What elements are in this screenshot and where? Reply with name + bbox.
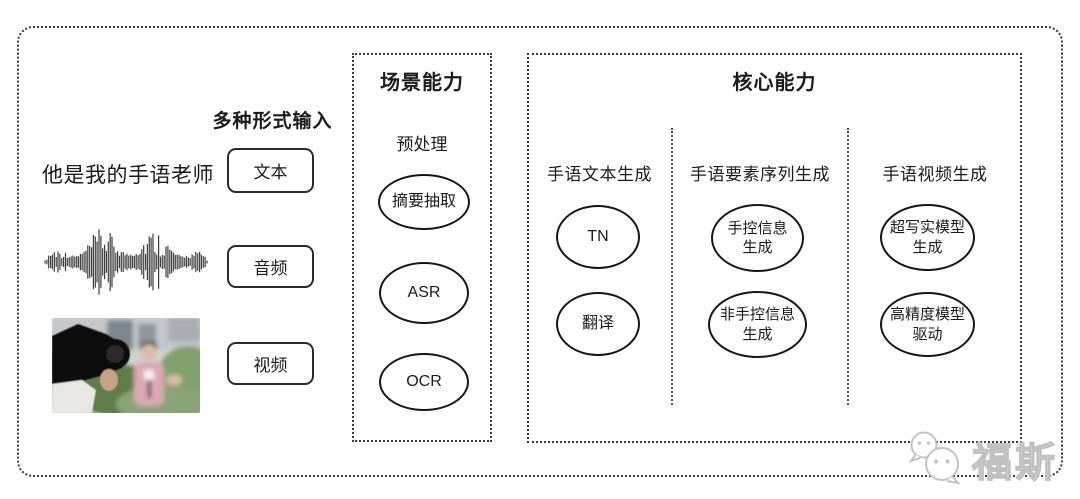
node-tn: TN (556, 205, 640, 269)
core-column-divider-2 (847, 128, 849, 405)
preprocess-label: 预处理 (396, 135, 448, 154)
node-hyperrealistic-model-generation: 超写实模型 生成 (880, 204, 975, 271)
wechat-bubbles-icon (908, 431, 961, 485)
core-column-divider-1 (671, 128, 673, 405)
node-ocr: OCR (379, 353, 469, 411)
node-manual-info-generation: 手控信息 生成 (711, 204, 804, 272)
reporter-video-photo (52, 318, 200, 413)
node-non-manual-info-generation: 非手控信息 生成 (708, 291, 807, 358)
node-translation: 翻译 (556, 292, 640, 356)
video-input-label: 视频 (253, 356, 288, 375)
core-capability-title: 核心能力 (732, 72, 817, 94)
text-input-label: 文本 (253, 163, 288, 182)
input-section-label: 多种形式输入 (212, 111, 333, 132)
audio-input-label: 音频 (253, 259, 288, 278)
scene-capability-title: 场景能力 (380, 72, 464, 94)
node-asr: ASR (379, 262, 469, 324)
core-col-video-generation-heading: 手语视频生成 (882, 165, 988, 184)
video-input-box: 视频 (227, 342, 314, 385)
node-high-precision-model-driving: 高精度模型 驱动 (880, 292, 975, 357)
audio-waveform-icon (44, 229, 208, 295)
audio-input-box: 音频 (227, 245, 314, 288)
watermark-text: 福斯特 (971, 440, 1058, 499)
reporter-photo-illustration (52, 318, 200, 413)
outer-dotted-frame (17, 26, 1063, 477)
node-summary-extraction: 摘要抽取 (378, 174, 470, 230)
core-col-element-sequence-heading: 手语要素序列生成 (690, 165, 830, 184)
core-col-text-generation-heading: 手语文本生成 (547, 165, 652, 184)
sample-sentence-text: 他是我的手语老师 (42, 164, 214, 187)
text-input-box: 文本 (227, 148, 314, 193)
